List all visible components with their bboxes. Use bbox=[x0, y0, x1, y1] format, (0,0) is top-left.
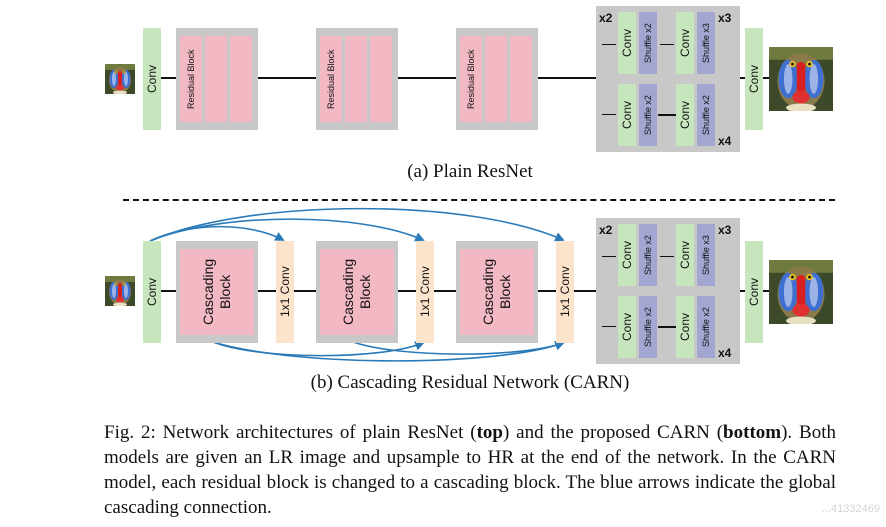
cascading-block: Cascading Block bbox=[316, 241, 398, 343]
one-by-one-conv: 1x1 Conv bbox=[556, 241, 574, 343]
upsampler-link bbox=[658, 326, 676, 328]
watermark: ...41332469 bbox=[821, 503, 880, 515]
one-by-one-conv: 1x1 Conv bbox=[276, 241, 294, 343]
connector-line bbox=[398, 290, 416, 292]
connector-line bbox=[160, 77, 178, 79]
upsampler-link bbox=[658, 114, 676, 116]
upsampler-conv: Conv bbox=[618, 224, 636, 286]
upsampler-panel: x2 x3 x4 Conv Shuffle x2 Conv Shuffle x3… bbox=[596, 218, 740, 364]
upsampler-dash bbox=[660, 256, 674, 257]
cascading-block: Cascading Block bbox=[176, 241, 258, 343]
cascade-arrow bbox=[149, 207, 565, 242]
upsampler-panel: x2 x3 x4 Conv Shuffle x2 Conv Shuffle x3… bbox=[596, 6, 740, 152]
residual-block: Residual Block bbox=[316, 28, 398, 130]
cascade-arrow bbox=[149, 218, 425, 242]
pixel-shuffle-x3: Shuffle x3 bbox=[697, 224, 715, 286]
subfigure-caption-a: (a) Plain ResNet bbox=[407, 161, 533, 182]
upsampler-dash bbox=[602, 326, 616, 327]
subfigure-caption-b: (b) Cascading Residual Network (CARN) bbox=[310, 372, 630, 393]
output-conv: Conv bbox=[745, 241, 763, 343]
separator-line bbox=[123, 199, 835, 201]
hr-output-image bbox=[769, 260, 833, 324]
caption-top-word: top bbox=[476, 422, 503, 443]
cascade-arrow bbox=[352, 340, 565, 355]
scale-x3-label: x3 bbox=[718, 11, 732, 25]
caption-middle: ) and the proposed CARN ( bbox=[502, 422, 724, 443]
upsampler-conv: Conv bbox=[676, 224, 694, 286]
residual-block-layer bbox=[510, 36, 532, 122]
connector-line bbox=[538, 77, 596, 79]
upsampler-dash bbox=[660, 44, 674, 45]
residual-block: Residual Block bbox=[456, 28, 538, 130]
residual-block-layer bbox=[485, 36, 507, 122]
upsampler-dash bbox=[602, 114, 616, 115]
upsampler-dash bbox=[602, 44, 616, 45]
connector-line bbox=[574, 290, 596, 292]
caption-bottom-word: bottom bbox=[723, 422, 782, 443]
one-by-one-conv: 1x1 Conv bbox=[416, 241, 434, 343]
scale-x2-label: x2 bbox=[599, 223, 613, 237]
residual-block-layer bbox=[370, 36, 392, 122]
figure-caption: Fig. 2: Network architectures of plain R… bbox=[104, 420, 836, 520]
cascade-arrow bbox=[212, 341, 565, 362]
upsampler-conv: Conv bbox=[676, 296, 694, 358]
residual-block-layer bbox=[345, 36, 367, 122]
cascading-block-label: Cascading Block bbox=[180, 249, 254, 335]
pixel-shuffle-x2: Shuffle x2 bbox=[697, 296, 715, 358]
cascading-block-label: Cascading Block bbox=[460, 249, 534, 335]
cascading-block: Cascading Block bbox=[456, 241, 538, 343]
caption-prefix: Fig. 2: Network architectures of plain R… bbox=[104, 422, 477, 443]
residual-block-layer bbox=[230, 36, 252, 122]
connector-line bbox=[398, 77, 456, 79]
scale-x3-label: x3 bbox=[718, 223, 732, 237]
connector-line bbox=[258, 290, 276, 292]
connector-line bbox=[160, 290, 178, 292]
connector-line bbox=[763, 290, 769, 292]
connector-line bbox=[434, 290, 456, 292]
pixel-shuffle-x2: Shuffle x2 bbox=[639, 296, 657, 358]
scale-x2-label: x2 bbox=[599, 11, 613, 25]
residual-block-layer bbox=[205, 36, 227, 122]
caption-rest: ). Both models are given an LR image and… bbox=[104, 422, 837, 518]
connector-line bbox=[258, 77, 316, 79]
scale-x4-label: x4 bbox=[718, 134, 732, 148]
scale-x4-label: x4 bbox=[718, 346, 732, 360]
upsampler-dash bbox=[602, 256, 616, 257]
connector-line bbox=[763, 77, 769, 79]
residual-block: Residual Block bbox=[176, 28, 258, 130]
connector-line bbox=[538, 290, 556, 292]
connector-line bbox=[294, 290, 316, 292]
pixel-shuffle-x2: Shuffle x2 bbox=[639, 224, 657, 286]
input-conv: Conv bbox=[143, 241, 161, 343]
cascading-block-label: Cascading Block bbox=[320, 249, 394, 335]
upsampler-conv: Conv bbox=[618, 296, 636, 358]
